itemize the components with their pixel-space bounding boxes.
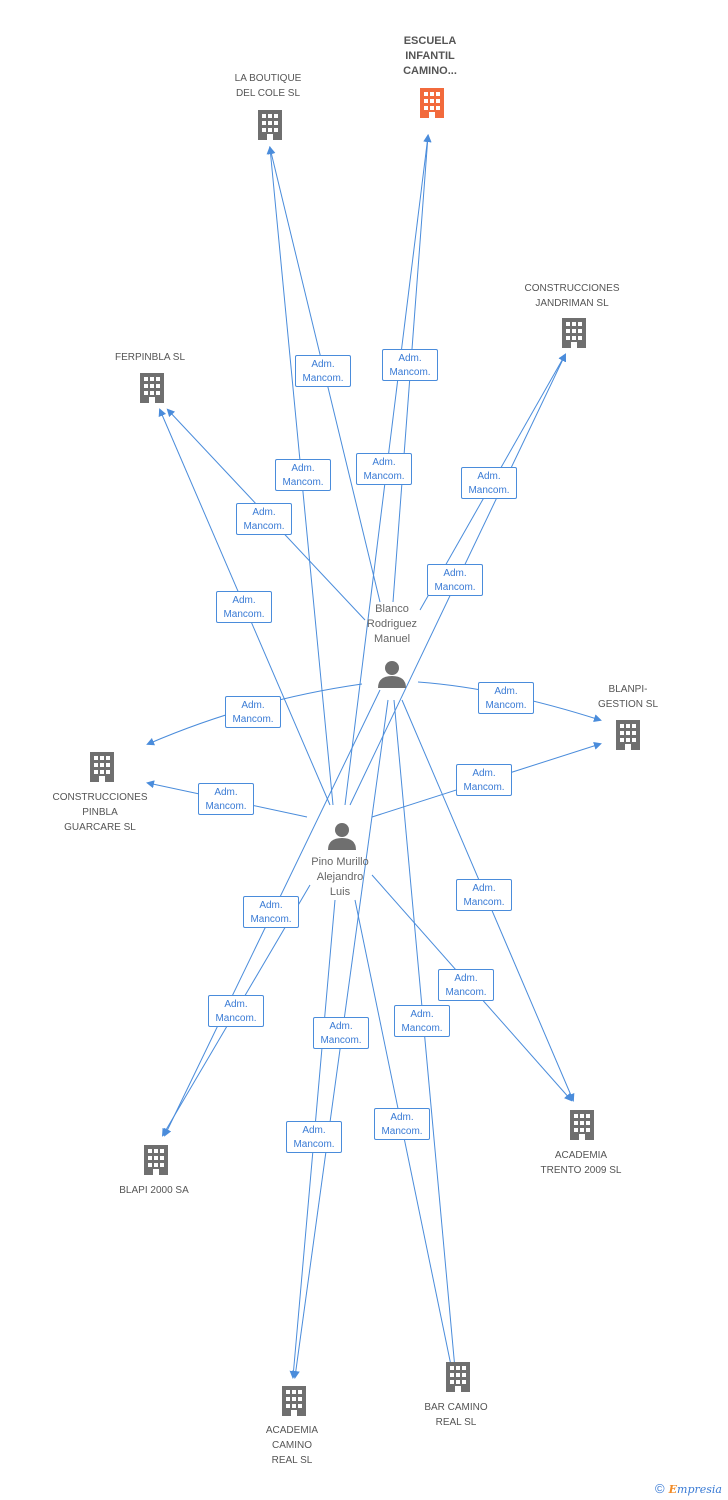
edge-label[interactable]: Adm. Mancom. <box>286 1121 342 1153</box>
brand-name: mpresia <box>677 1483 722 1496</box>
node-label-academia-trento[interactable]: ACADEMIA TRENTO 2009 SL <box>540 1150 622 1176</box>
edge-label[interactable]: Adm. Mancom. <box>208 995 264 1027</box>
edge-blanco-bar <box>393 699 460 1382</box>
node-label-la-boutique[interactable]: LA BOUTIQUE DEL COLE SL <box>234 73 302 99</box>
edge-label[interactable]: Adm. Mancom. <box>427 564 483 596</box>
person-label-pino[interactable]: Pino Murillo Alejandro Luis <box>311 856 369 898</box>
building-icon[interactable] <box>570 1110 594 1140</box>
edge-label[interactable]: Adm. Mancom. <box>394 1005 450 1037</box>
edge-pino-bar <box>354 899 457 1382</box>
edge-label[interactable]: Adm. Mancom. <box>236 503 292 535</box>
person-icon[interactable] <box>378 661 406 688</box>
edge-label[interactable]: Adm. Mancom. <box>243 896 299 928</box>
footer-brand[interactable]: ©Empresia <box>655 1481 722 1496</box>
node-label-academia-camino-real[interactable]: ACADEMIA CAMINO REAL SL <box>265 1425 319 1466</box>
building-icon[interactable] <box>90 752 114 782</box>
person-label-blanco[interactable]: Blanco Rodriguez Manuel <box>366 603 418 645</box>
edge-label[interactable]: Adm. Mancom. <box>374 1108 430 1140</box>
building-icon[interactable] <box>144 1145 168 1175</box>
edge-label[interactable]: Adm. Mancom. <box>295 355 351 387</box>
brand-initial: E <box>668 1483 678 1496</box>
building-icon[interactable] <box>420 88 444 118</box>
node-label-blanpi-gestion[interactable]: BLANPI- GESTION SL <box>597 684 658 710</box>
edge-label[interactable]: Adm. Mancom. <box>456 764 512 796</box>
edge-label[interactable]: Adm. Mancom. <box>198 783 254 815</box>
building-icon[interactable] <box>282 1386 306 1416</box>
edge-label[interactable]: Adm. Mancom. <box>225 696 281 728</box>
edge-label[interactable]: Adm. Mancom. <box>438 969 494 1001</box>
edge-label[interactable]: Adm. Mancom. <box>461 467 517 499</box>
building-icon[interactable] <box>446 1362 470 1392</box>
node-label-bar-camino-real[interactable]: BAR CAMINO REAL SL <box>424 1402 488 1428</box>
edge-label[interactable]: Adm. Mancom. <box>275 459 331 491</box>
edge-label[interactable]: Adm. Mancom. <box>216 591 272 623</box>
node-label-ferpinbla[interactable]: FERPINBLA SL <box>114 352 186 363</box>
copyright-symbol: © <box>655 1481 665 1496</box>
node-label-blapi-2000[interactable]: BLAPI 2000 SA <box>119 1185 189 1196</box>
brand-logo: Empresia <box>669 1483 722 1496</box>
node-label-jandriman[interactable]: CONSTRUCCIONES JANDRIMAN SL <box>524 283 620 309</box>
building-icon[interactable] <box>140 373 164 403</box>
edge-label[interactable]: Adm. Mancom. <box>456 879 512 911</box>
edge-label[interactable]: Adm. Mancom. <box>478 682 534 714</box>
node-label-escuela-infantil[interactable]: ESCUELA INFANTIL CAMINO... <box>403 35 457 77</box>
node-label-pinbla-guarcare[interactable]: CONSTRUCCIONES PINBLA GUARCARE SL <box>52 792 148 833</box>
edge-label[interactable]: Adm. Mancom. <box>313 1017 369 1049</box>
person-icon[interactable] <box>328 823 356 850</box>
building-icon[interactable] <box>562 318 586 348</box>
building-icon[interactable] <box>258 110 282 140</box>
edge-label[interactable]: Adm. Mancom. <box>356 453 412 485</box>
edge-label[interactable]: Adm. Mancom. <box>382 349 438 381</box>
building-icon[interactable] <box>616 720 640 750</box>
